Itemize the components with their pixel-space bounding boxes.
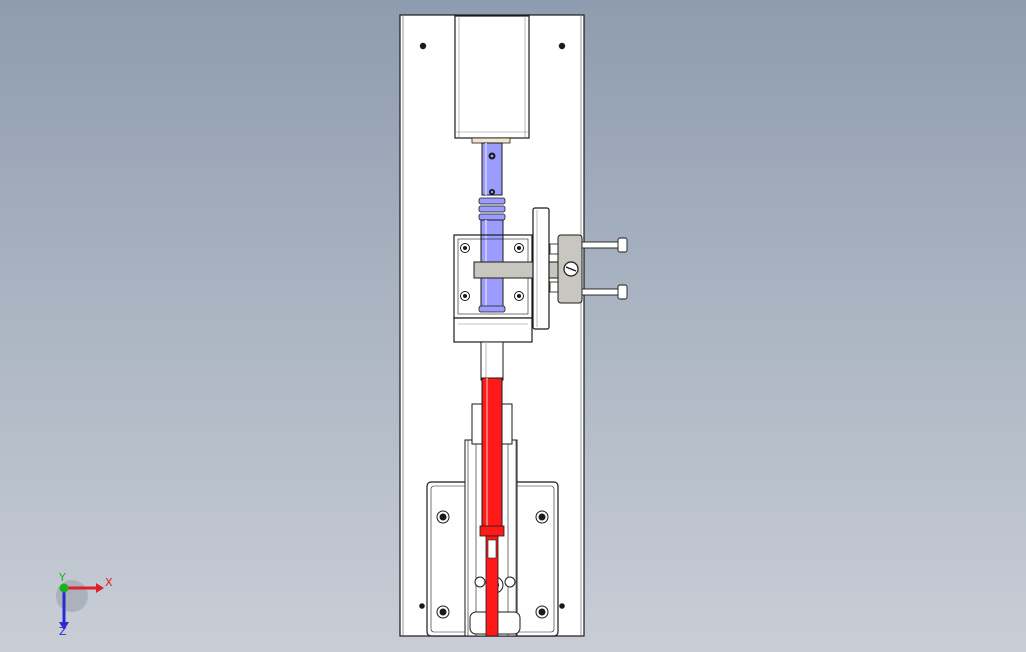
y-axis-dot <box>59 583 69 593</box>
x-axis-label: X <box>105 576 113 589</box>
piston-rod-blue[interactable] <box>478 142 506 313</box>
mount-hole-bottom-left <box>419 603 425 609</box>
mount-hole-top-left <box>419 42 427 50</box>
lower-rod[interactable] <box>480 341 504 381</box>
adjuster-block[interactable] <box>549 234 628 304</box>
top-cylinder-block[interactable] <box>454 15 530 144</box>
z-axis-arrow <box>59 622 69 630</box>
z-axis-label: Z <box>59 625 67 636</box>
side-bracket-plate[interactable] <box>532 207 550 330</box>
x-axis-arrow <box>96 583 104 593</box>
mount-hole-top-right <box>558 42 566 50</box>
orientation-triad[interactable]: X Y Z <box>44 572 124 636</box>
triad-origin-shadow <box>56 580 88 612</box>
guide-block[interactable] <box>453 234 533 343</box>
clamp-spindle-red[interactable] <box>479 377 505 637</box>
y-axis-label: Y <box>58 572 66 584</box>
mount-hole-bottom-right <box>559 603 565 609</box>
